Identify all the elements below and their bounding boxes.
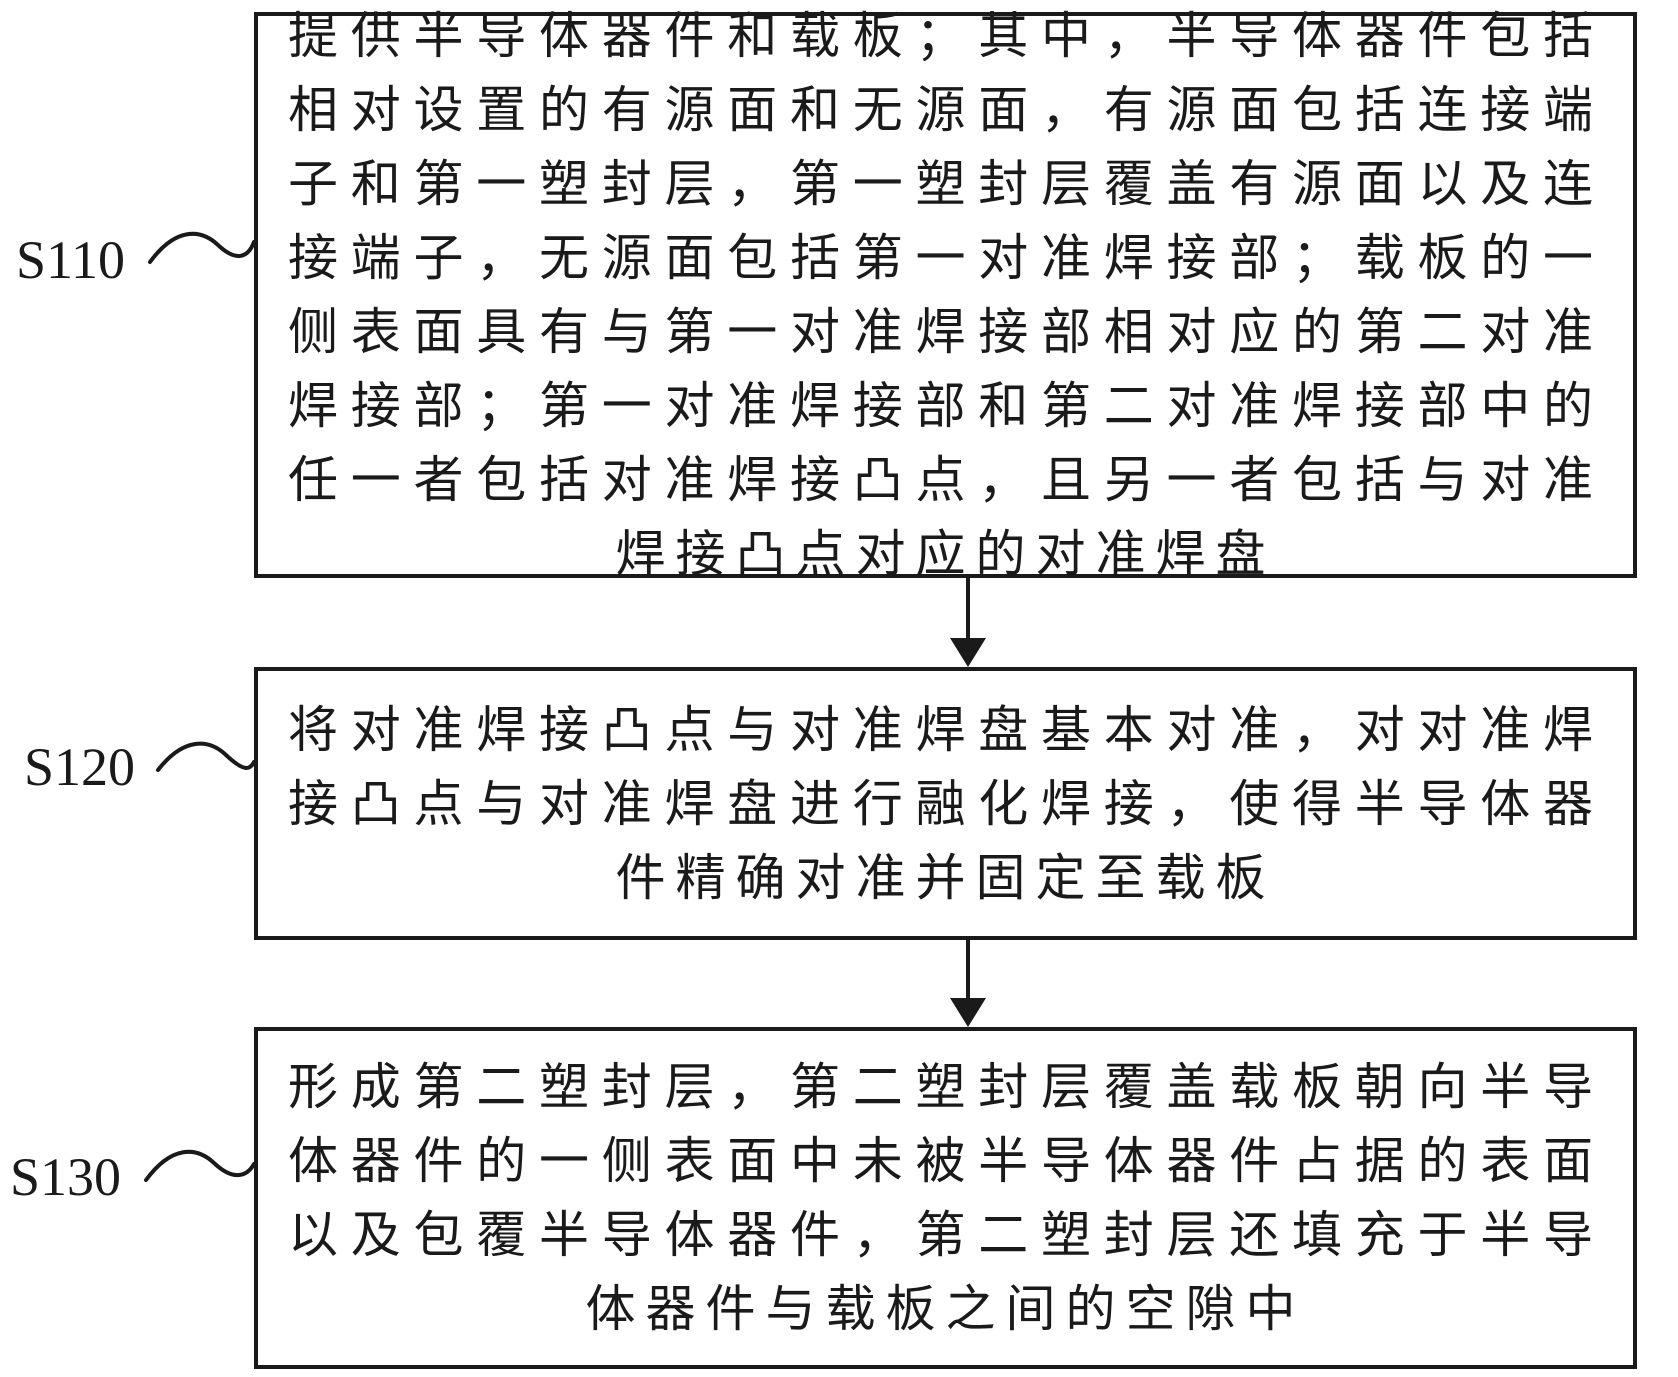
leader-s110-tilde — [148, 231, 256, 264]
step-label-s130: S130 — [10, 1147, 122, 1207]
step-text-s130: 形成第二塑封层，第二塑封层覆盖载板朝向半导体器件的一侧表面中未被半导体器件占据的… — [288, 1058, 1603, 1338]
step-box-s130: 形成第二塑封层，第二塑封层覆盖载板朝向半导体器件的一侧表面中未被半导体器件占据的… — [254, 1027, 1637, 1369]
step-box-s110: 提供半导体器件和载板；其中，半导体器件包括相对设置的有源面和无源面，有源面包括连… — [254, 7, 1637, 583]
step-text-s110: 提供半导体器件和载板；其中，半导体器件包括相对设置的有源面和无源面，有源面包括连… — [288, 7, 1603, 583]
step-text-s120: 将对准焊接凸点与对准焊盘基本对准，对对准焊接凸点与对准焊盘进行融化焊接，使得半导… — [288, 700, 1603, 907]
step-label-s120: S120 — [24, 737, 136, 797]
leader-s120-tilde — [156, 741, 256, 772]
step-label-s110: S110 — [16, 230, 126, 290]
arrow-s110-to-s120 — [950, 578, 986, 667]
leader-s130-tilde — [144, 1149, 256, 1182]
step-box-s120: 将对准焊接凸点与对准焊盘基本对准，对对准焊接凸点与对准焊盘进行融化焊接，使得半导… — [254, 667, 1637, 940]
arrow-s120-to-s130 — [950, 940, 986, 1027]
